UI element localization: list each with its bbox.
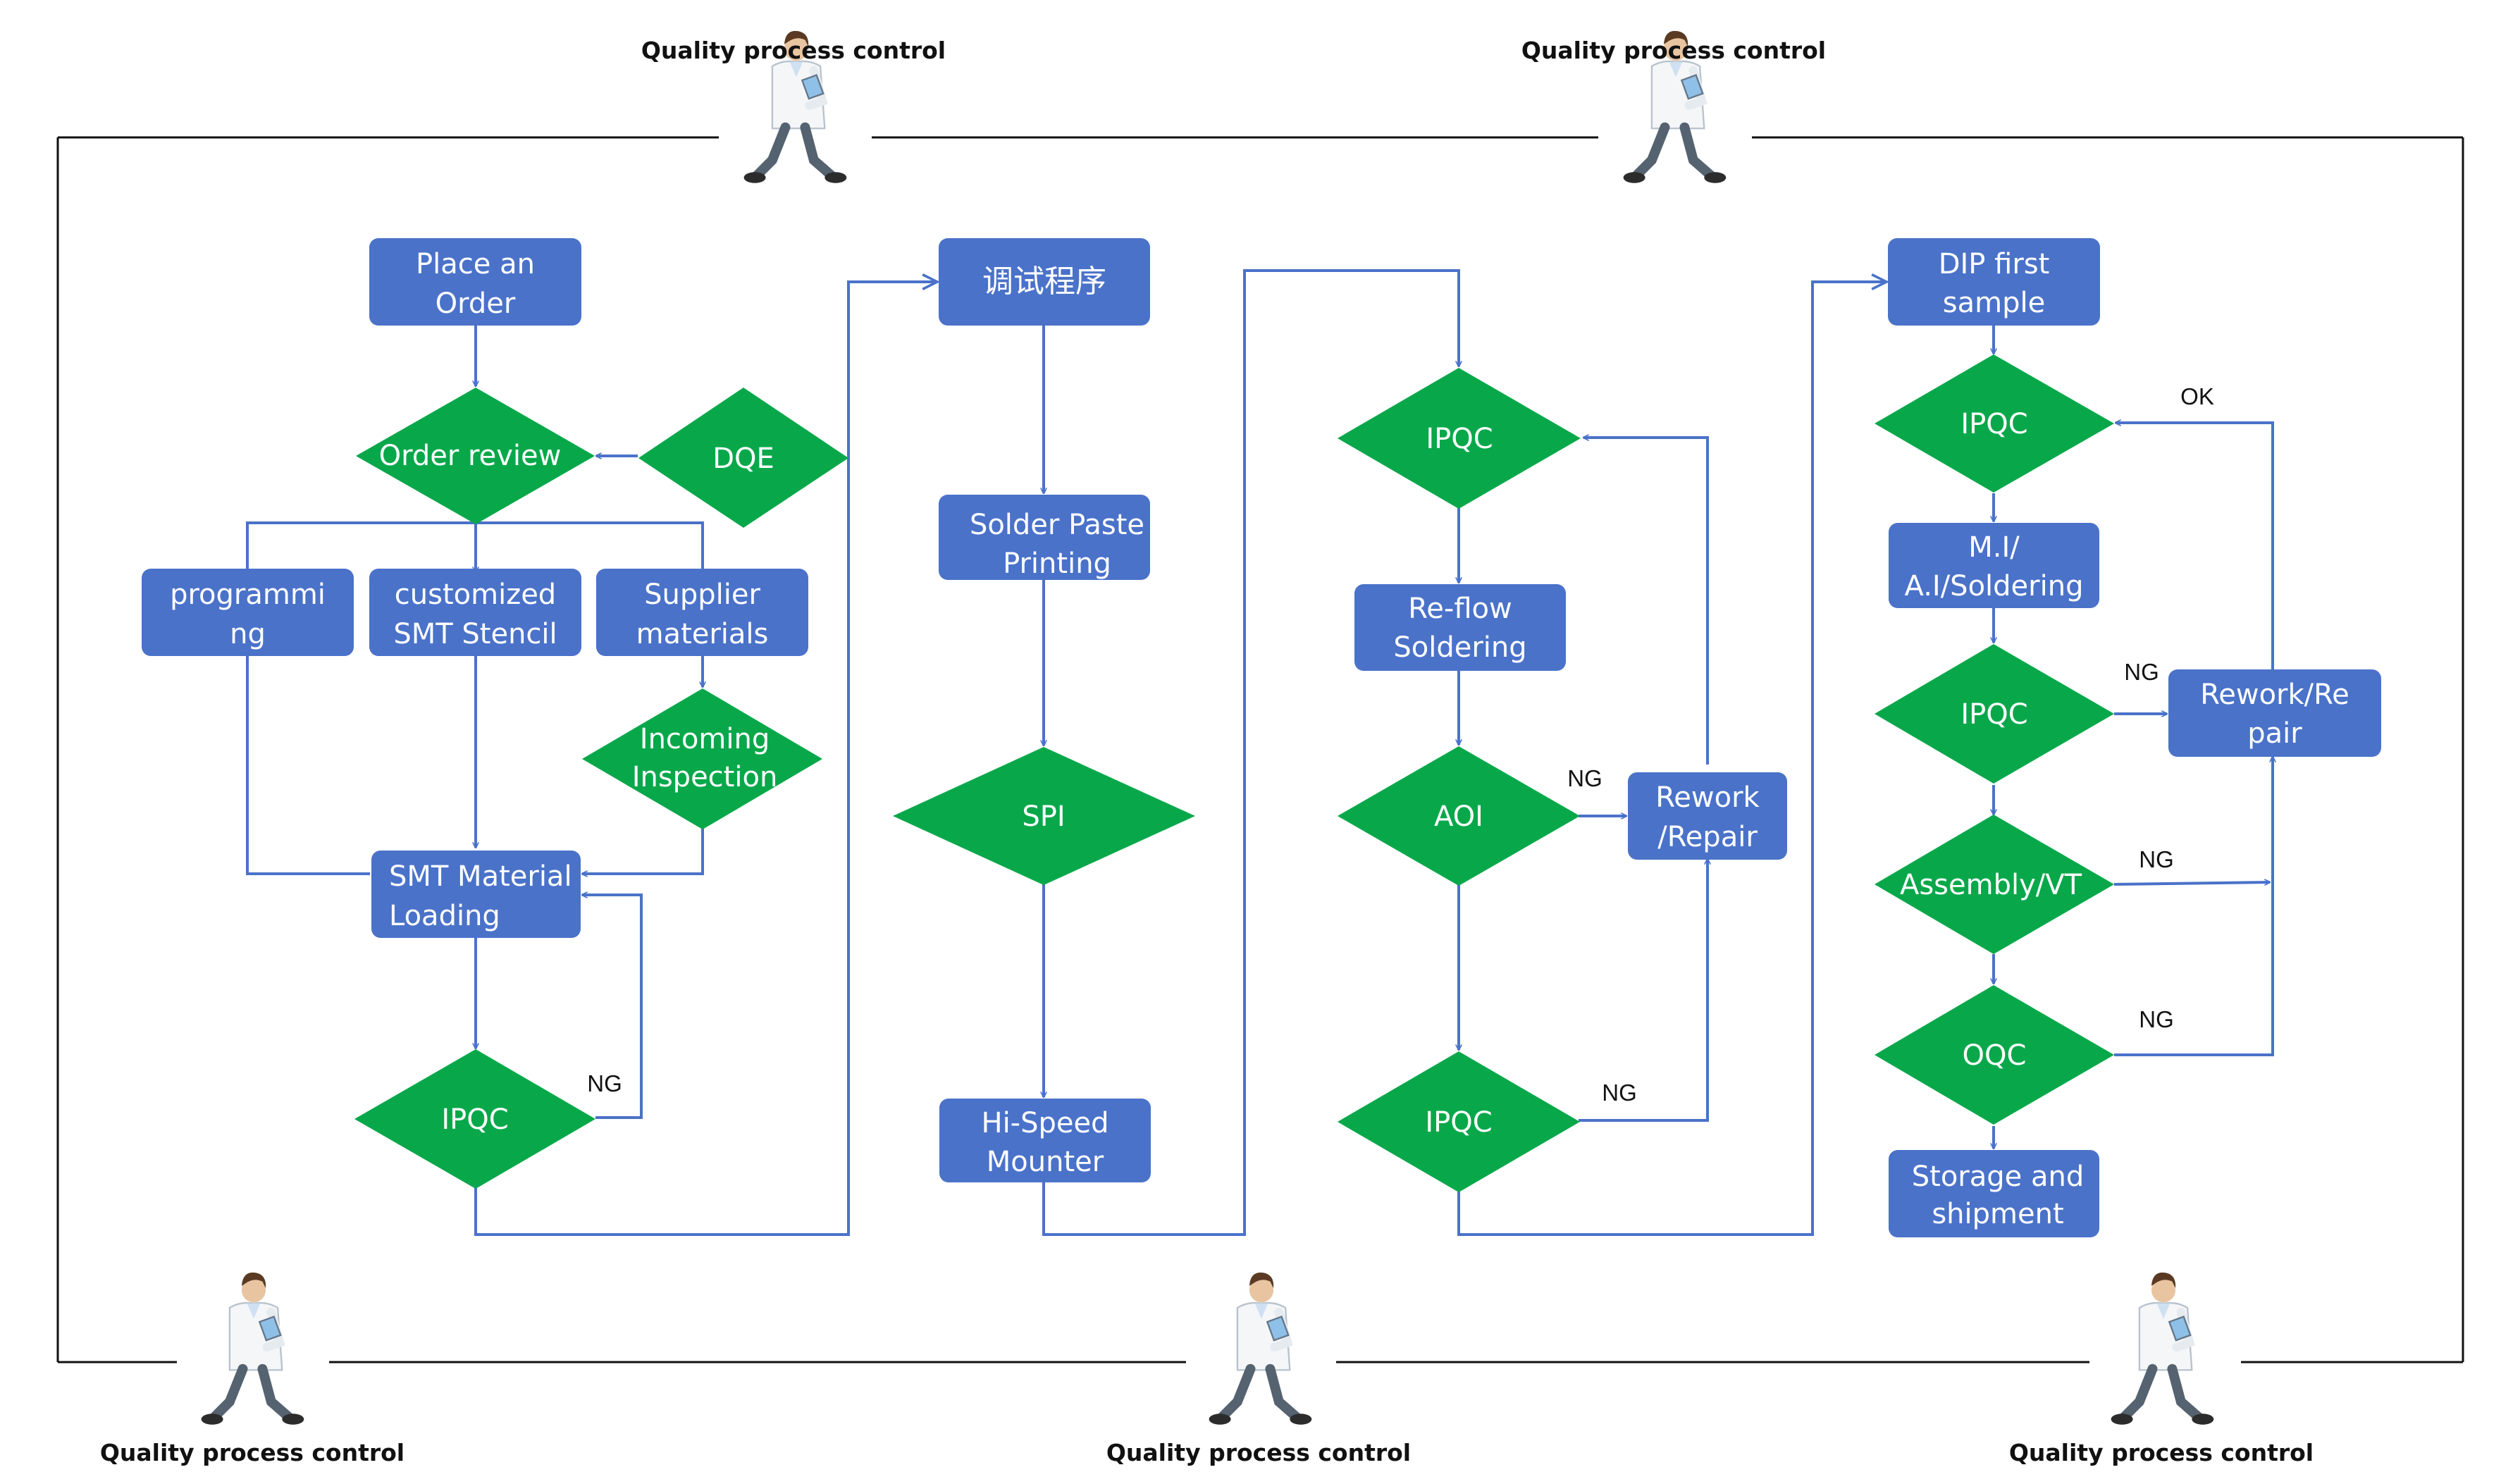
node-label-line: materials bbox=[636, 618, 769, 650]
hi-speed-mounter-node: Hi-Speed Mounter bbox=[939, 1099, 1151, 1182]
node-label-line: SPI bbox=[1022, 800, 1065, 833]
node-label-line: Mounter bbox=[987, 1146, 1104, 1178]
node-label-line: sample bbox=[1943, 287, 2045, 319]
node-label-line: Storage and bbox=[1912, 1161, 2084, 1193]
incoming-inspection-decision: Incoming Inspection bbox=[582, 688, 822, 829]
rework-repair-node-1: Rework /Repair bbox=[1628, 772, 1787, 860]
node-label-line: programmi bbox=[170, 579, 326, 611]
inspector-with-clipboard-icon bbox=[202, 1273, 304, 1425]
ok-label: OK bbox=[2180, 383, 2214, 409]
aoi-decision: AOI bbox=[1338, 746, 1580, 886]
node-label-line: Assembly/VT bbox=[1900, 869, 2082, 901]
node-label-line: Order review bbox=[379, 440, 562, 472]
ng-label: NG bbox=[587, 1070, 622, 1096]
node-label-line: Rework/Re bbox=[2200, 679, 2349, 711]
node-label-line: IPQC bbox=[1426, 423, 1493, 455]
inspector-with-clipboard-icon bbox=[2111, 1273, 2214, 1425]
programming-node: programmi ng bbox=[142, 569, 354, 656]
storage-shipment-node: Storage and shipment bbox=[1889, 1150, 2099, 1237]
inspector-bottom-middle: Quality process control bbox=[1106, 1273, 1411, 1466]
place-order-node: Place an Order bbox=[369, 238, 581, 326]
node-label-line: DIP first bbox=[1939, 248, 2050, 280]
node-label-line: IPQC bbox=[441, 1103, 508, 1136]
order-review-decision: Order review bbox=[356, 388, 595, 524]
inspector-label: Quality process control bbox=[2009, 1439, 2314, 1466]
dqe-decision: DQE bbox=[638, 388, 848, 528]
node-label-line: Supplier bbox=[644, 579, 760, 611]
ipqc-decision-4: IPQC bbox=[1875, 354, 2114, 493]
node-label-line: A.I/Soldering bbox=[1905, 570, 2084, 602]
inspector-top-left: Quality process control bbox=[641, 31, 946, 183]
assembly-vt-decision: Assembly/VT bbox=[1875, 815, 2114, 954]
node-label-line: ng bbox=[230, 618, 266, 650]
ng-label: NG bbox=[2139, 1006, 2174, 1032]
ipqc-decision-3: IPQC bbox=[1338, 1051, 1580, 1192]
rework-repair-node-2: Rework/Re pair bbox=[2168, 669, 2381, 757]
node-label-line: Re-flow bbox=[1408, 593, 1512, 625]
supplier-materials-node: Supplier materials bbox=[596, 569, 808, 656]
node-label-line: IPQC bbox=[1960, 408, 2027, 440]
connectors bbox=[246, 269, 2273, 1236]
node-label-line: Soldering bbox=[1393, 631, 1526, 664]
node-label-line: AOI bbox=[1434, 800, 1483, 833]
node-label-line: Solder Paste bbox=[970, 509, 1144, 541]
quality-control-frame bbox=[56, 136, 2464, 1364]
node-label-line: customized bbox=[395, 579, 556, 611]
node-label-line: Rework bbox=[1655, 781, 1760, 814]
node-label-line: Loading bbox=[389, 900, 500, 932]
ipqc-decision-1: IPQC bbox=[354, 1049, 595, 1189]
inspector-label: Quality process control bbox=[641, 37, 946, 64]
node-label-line: Order bbox=[436, 287, 516, 320]
ipqc-decision-5: IPQC bbox=[1875, 644, 2114, 784]
node-label-line: Hi-Speed bbox=[981, 1107, 1109, 1139]
smt-material-loading-node: SMT Material Loading bbox=[371, 851, 581, 938]
spi-decision: SPI bbox=[893, 747, 1195, 885]
ng-label: NG bbox=[1602, 1080, 1637, 1106]
ipqc-decision-2: IPQC bbox=[1338, 368, 1581, 509]
node-label-line: OQC bbox=[1963, 1039, 2027, 1072]
node-label-line: SMT Material bbox=[389, 860, 572, 893]
node-label-line: M.I/ bbox=[1968, 531, 2020, 564]
node-label-line: DQE bbox=[712, 443, 774, 475]
node-label-line: IPQC bbox=[1960, 698, 2027, 731]
smt-stencil-node: customized SMT Stencil bbox=[369, 569, 581, 656]
node-label-line: SMT Stencil bbox=[393, 618, 557, 650]
inspector-bottom-left: Quality process control bbox=[100, 1273, 405, 1466]
node-label-line: shipment bbox=[1932, 1198, 2063, 1230]
dip-first-sample-node: DIP first sample bbox=[1888, 238, 2100, 326]
ng-label: NG bbox=[2139, 846, 2174, 872]
reflow-soldering-node: Re-flow Soldering bbox=[1354, 584, 1566, 671]
node-label-line: IPQC bbox=[1425, 1106, 1492, 1139]
node-label-line: 调试程序 bbox=[982, 264, 1106, 299]
node-label-line: /Repair bbox=[1657, 821, 1758, 853]
ng-label: NG bbox=[2124, 659, 2159, 685]
solder-paste-printing-node: Solder Paste Printing bbox=[939, 495, 1150, 580]
inspector-top-right: Quality process control bbox=[1521, 31, 1826, 183]
node-label-line: pair bbox=[2247, 717, 2302, 750]
inspector-bottom-right: Quality process control bbox=[2009, 1273, 2314, 1466]
inspector-with-clipboard-icon bbox=[1209, 1273, 1312, 1425]
inspector-label: Quality process control bbox=[100, 1439, 405, 1466]
inspector-label: Quality process control bbox=[1106, 1439, 1411, 1466]
oqc-decision: OQC bbox=[1875, 985, 2114, 1125]
node-label-line: Inspection bbox=[632, 761, 778, 793]
ng-label: NG bbox=[1567, 765, 1603, 791]
inspector-label: Quality process control bbox=[1521, 37, 1826, 64]
node-label-line: Place an bbox=[416, 248, 535, 280]
node-label-line: Incoming bbox=[640, 723, 770, 755]
node-label-line: Printing bbox=[1003, 548, 1111, 580]
debug-program-node: 调试程序 bbox=[939, 238, 1150, 326]
mi-ai-soldering-node: M.I/ A.I/Soldering bbox=[1889, 523, 2099, 608]
